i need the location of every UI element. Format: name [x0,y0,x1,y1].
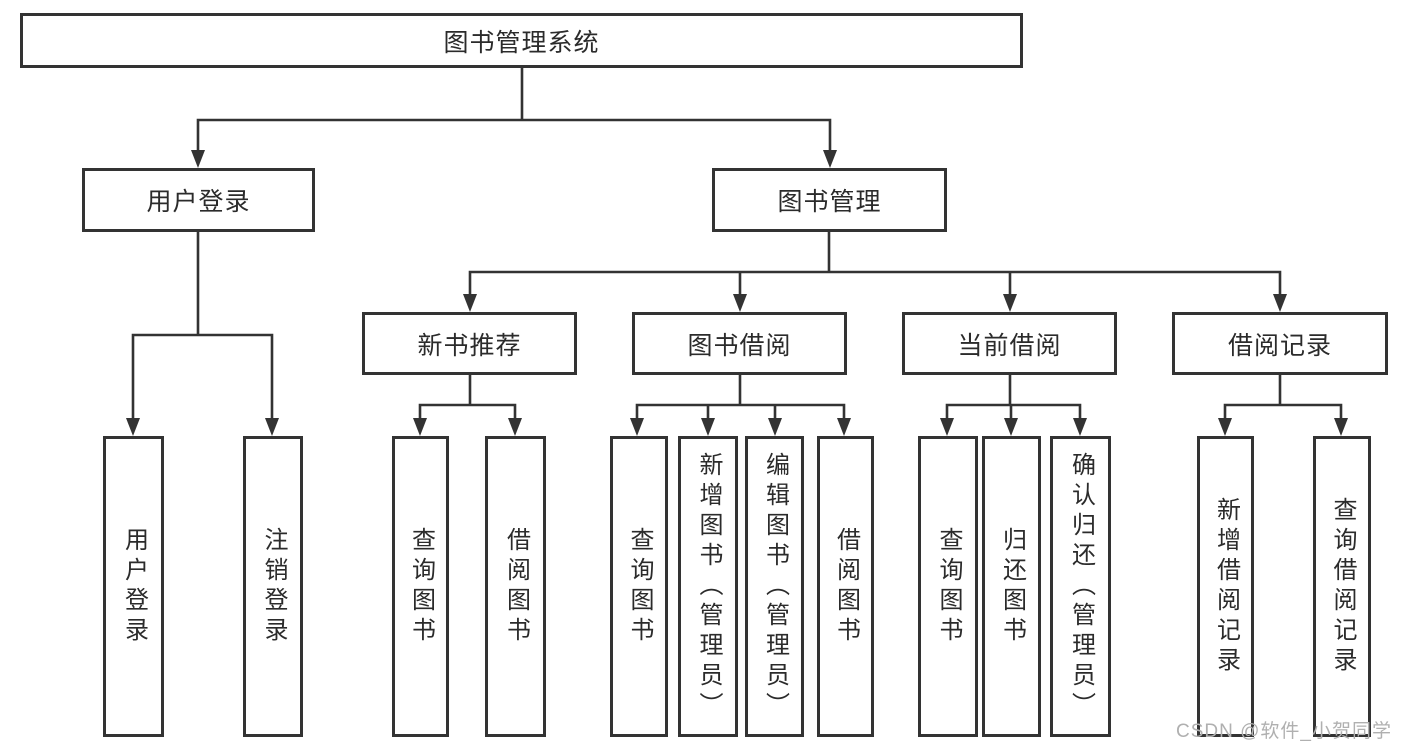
node-borrowing-records: 借阅记录 [1172,312,1388,375]
node-label: 图书管理系统 [443,28,600,57]
node-label: 查询图书 [407,526,435,647]
node-label: 编辑图书（管理员） [761,451,789,722]
leaf-query-borrow-record: 查询借阅记录 [1313,436,1371,737]
node-label: 用户登录 [120,526,148,647]
leaf-add-books-admin: 新增图书（管理员） [678,436,738,737]
leaf-user-login: 用户登录 [103,436,164,737]
leaf-logout-login: 注销登录 [243,436,303,737]
connector-paths [131,66,1343,425]
node-book-borrowing: 图书借阅 [632,312,847,375]
node-label: 图书借阅 [687,331,792,360]
node-label: 当前借阅 [957,331,1062,360]
node-label: 借阅记录 [1227,331,1332,360]
node-label: 图书管理 [777,188,882,216]
node-label: 新增图书（管理员） [695,451,722,722]
node-label: 查询借阅记录 [1329,496,1356,677]
node-current-borrowing: 当前借阅 [902,312,1117,375]
node-label: 归还图书 [998,526,1026,647]
leaf-edit-books-admin: 编辑图书（管理员） [745,436,804,737]
leaf-confirm-return-admin: 确认归还（管理员） [1050,436,1111,737]
leaf-query-books-current: 查询图书 [918,436,978,737]
leaf-add-borrow-record: 新增借阅记录 [1197,436,1254,737]
leaf-borrow-books-recommend: 借阅图书 [485,436,546,737]
node-book-management: 图书管理 [712,168,947,232]
node-label: 借阅图书 [502,526,530,647]
node-label: 查询图书 [935,526,962,647]
node-label: 用户登录 [146,188,251,216]
csdn-watermark: CSDN @软件_小贺同学 [1176,721,1392,742]
node-label: 确认归还（管理员） [1067,451,1095,722]
arrowheads [126,150,1348,436]
node-new-book-recommendation: 新书推荐 [362,312,577,375]
node-user-login: 用户登录 [82,168,315,232]
leaf-borrow-books-borrowing: 借阅图书 [817,436,874,737]
node-library-management-system: 图书管理系统 [20,13,1023,68]
node-label: 查询图书 [626,526,653,647]
node-label: 借阅图书 [832,526,860,647]
leaf-query-books-recommend: 查询图书 [392,436,449,737]
leaf-query-books-borrowing: 查询图书 [610,436,668,737]
node-label: 新书推荐 [417,331,522,360]
node-label: 注销登录 [260,526,287,647]
leaf-return-books: 归还图书 [982,436,1041,737]
node-label: 新增借阅记录 [1212,496,1240,677]
